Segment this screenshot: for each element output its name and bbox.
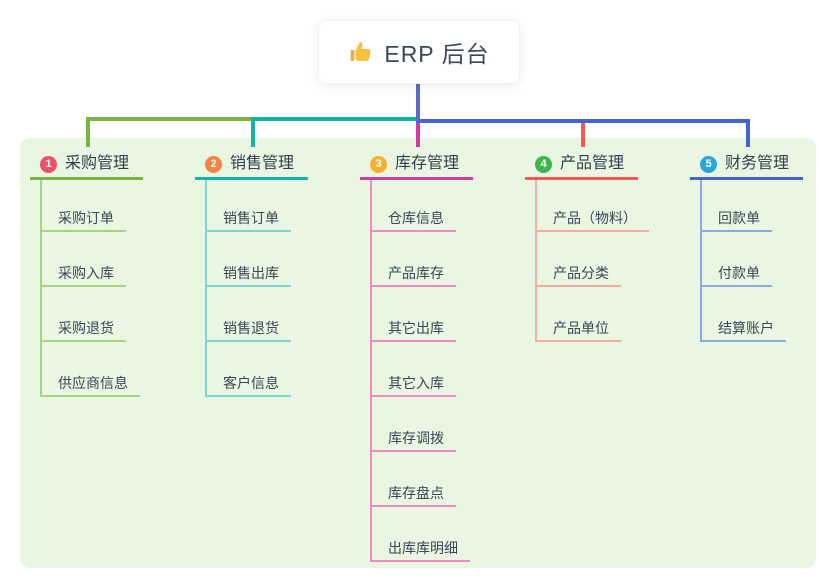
- child-node-产品分类[interactable]: 产品分类: [535, 263, 621, 287]
- branch-node-产品管理[interactable]: 4 产品管理: [525, 151, 639, 180]
- branch-node-采购管理[interactable]: 1 采购管理: [30, 151, 144, 180]
- thumbs-up-icon: [351, 42, 372, 61]
- branch-spine-line: [370, 180, 372, 560]
- branch-label: 财务管理: [725, 155, 790, 172]
- branch-spine-line: [535, 180, 537, 340]
- child-node-采购订单[interactable]: 采购订单: [40, 208, 126, 232]
- child-label: 付款单: [718, 265, 760, 281]
- branches-panel: [20, 138, 816, 568]
- branch-label: 销售管理: [230, 155, 295, 172]
- branch-node-财务管理[interactable]: 5 财务管理: [690, 151, 804, 180]
- root-node[interactable]: ERP 后台: [318, 20, 520, 84]
- child-node-销售出库[interactable]: 销售出库: [205, 263, 291, 287]
- child-node-客户信息[interactable]: 客户信息: [205, 373, 291, 397]
- branch-number-badge: 5: [700, 155, 717, 173]
- branch-node-库存管理[interactable]: 3 库存管理: [360, 151, 474, 180]
- branch-node-销售管理[interactable]: 2 销售管理: [195, 151, 309, 180]
- branch-number-badge: 4: [535, 155, 552, 173]
- branch-number-badge: 3: [370, 155, 387, 173]
- child-node-供应商信息[interactable]: 供应商信息: [40, 373, 140, 397]
- root-label: ERP 后台: [384, 41, 490, 67]
- child-node-产品（物料）[interactable]: 产品（物料）: [535, 208, 649, 232]
- child-label: 结算账户: [718, 320, 774, 336]
- child-label: 库存盘点: [388, 485, 444, 501]
- child-node-销售退货[interactable]: 销售退货: [205, 318, 291, 342]
- child-label: 销售出库: [223, 265, 279, 281]
- child-label: 采购入库: [58, 265, 114, 281]
- child-node-产品库存[interactable]: 产品库存: [370, 263, 456, 287]
- child-node-库存调拨[interactable]: 库存调拨: [370, 428, 456, 452]
- child-node-销售订单[interactable]: 销售订单: [205, 208, 291, 232]
- branch-label: 产品管理: [560, 155, 625, 172]
- branch-spine-line: [700, 180, 702, 340]
- child-label: 产品库存: [388, 265, 444, 281]
- child-node-回款单[interactable]: 回款单: [700, 208, 772, 232]
- child-node-结算账户[interactable]: 结算账户: [700, 318, 786, 342]
- child-label: 销售订单: [223, 210, 279, 226]
- child-node-库存盘点[interactable]: 库存盘点: [370, 483, 456, 507]
- child-label: 产品分类: [553, 265, 609, 281]
- child-label: 回款单: [718, 210, 760, 226]
- child-node-产品单位[interactable]: 产品单位: [535, 318, 621, 342]
- child-label: 采购订单: [58, 210, 114, 226]
- branch-number-badge: 2: [205, 155, 222, 173]
- child-label: 产品（物料）: [553, 210, 637, 226]
- branch-spine-line: [205, 180, 207, 395]
- branch-label: 库存管理: [395, 155, 460, 172]
- child-node-仓库信息[interactable]: 仓库信息: [370, 208, 456, 232]
- child-label: 客户信息: [223, 375, 279, 391]
- branch-number-badge: 1: [40, 155, 57, 173]
- child-label: 供应商信息: [58, 375, 128, 391]
- child-label: 采购退货: [58, 320, 114, 336]
- child-label: 库存调拨: [388, 430, 444, 446]
- child-label: 销售退货: [223, 320, 279, 336]
- branch-spine-line: [40, 180, 42, 395]
- child-node-付款单[interactable]: 付款单: [700, 263, 772, 287]
- child-node-其它入库[interactable]: 其它入库: [370, 373, 456, 397]
- child-node-采购入库[interactable]: 采购入库: [40, 263, 126, 287]
- child-label: 产品单位: [553, 320, 609, 336]
- child-label: 其它入库: [388, 375, 444, 391]
- child-node-出库库明细[interactable]: 出库库明细: [370, 538, 470, 562]
- child-label: 其它出库: [388, 320, 444, 336]
- child-label: 出库库明细: [388, 540, 458, 556]
- child-node-其它出库[interactable]: 其它出库: [370, 318, 456, 342]
- child-label: 仓库信息: [388, 210, 444, 226]
- child-node-采购退货[interactable]: 采购退货: [40, 318, 126, 342]
- branch-label: 采购管理: [65, 155, 130, 172]
